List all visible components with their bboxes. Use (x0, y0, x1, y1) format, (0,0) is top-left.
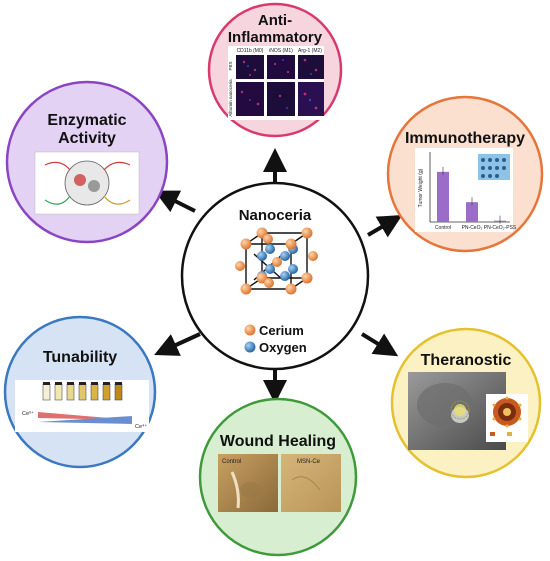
arrow-to-tunability (154, 332, 201, 356)
center-title: Nanoceria (239, 207, 312, 224)
wound-panel-msn-ce: MSN-Ce (281, 454, 341, 512)
chart-x-tick: PN-CeO₂ (462, 225, 483, 231)
center-legend: Cerium Oxygen (244, 323, 307, 355)
chart-bar (466, 202, 478, 222)
chart-inset-image (478, 154, 510, 180)
microscopy-panel: CD11b (M0) iNOS (M1) Arg-1 (M2) PBS Albu… (228, 46, 324, 120)
cerium-legend-dot (244, 324, 256, 336)
ce4-wedge (38, 416, 132, 424)
microscopy-tiles (236, 55, 324, 116)
cerium-legend-label: Cerium (259, 323, 304, 338)
microscopy-col-label: Arg-1 (M2) (298, 48, 322, 54)
microscopy-col-label: CD11b (M0) (237, 48, 264, 54)
arrow-to-enzymatic (154, 190, 196, 213)
wound-label-msn-ce: MSN-Ce (297, 459, 321, 465)
enzymatic-title-line1: Enzymatic (47, 112, 126, 129)
tunability-title: Tunability (43, 349, 117, 366)
node-immunotherapy: Immunotherapy Tumor Weight (g) Control P… (386, 95, 544, 253)
node-anti-inflammatory: Anti- Inflammatory CD11b (M0) iNOS (M1) … (207, 2, 343, 138)
ce3-label: Ce³⁺ (22, 410, 34, 417)
chart-bars (437, 166, 506, 224)
chart-x-tick: PN-CeO₂-PSS (484, 225, 517, 231)
tunability-panel: Ce³⁺ Ce⁴⁺ (15, 380, 149, 432)
node-wound-healing: Wound Healing Control MSN-Ce (198, 397, 358, 557)
wound-panel-control: Control (218, 454, 278, 512)
anti-inflammatory-title-line2: Inflammatory (228, 29, 323, 46)
node-tunability: Tunability Ce³⁺ Ce⁴⁺ (3, 315, 157, 469)
immunotherapy-title: Immunotherapy (405, 130, 525, 147)
microscopy-col-label: iNOS (M1) (269, 48, 293, 54)
immunotherapy-chart: Tumor Weight (g) Control PN-CeO₂ PN-CeO₂… (415, 148, 517, 232)
node-theranostic: Theranostic (390, 327, 542, 479)
enzymatic-title-line2: Activity (58, 130, 116, 147)
theranostic-title: Theranostic (421, 352, 512, 369)
ce4-label: Ce⁴⁺ (135, 423, 147, 430)
vial-row (42, 382, 123, 401)
chart-x-tick: Control (435, 225, 451, 231)
microscopy-row-label: Albumin nanoceria (228, 79, 233, 117)
wound-label-control: Control (222, 459, 241, 465)
oxygen-legend-dot (244, 341, 256, 353)
microscopy-row-label: PBS (228, 61, 233, 70)
anti-inflammatory-title-line1: Anti- (258, 12, 292, 29)
chart-bar (437, 171, 449, 222)
node-enzymatic: Enzymatic Activity (5, 80, 169, 244)
oxygen-legend-label: Oxygen (259, 340, 307, 355)
arrow-to-immunotherapy (366, 214, 403, 238)
arrow-to-theranostic (360, 332, 399, 357)
center-node: Nanoceria (180, 181, 370, 371)
chart-y-label: Tumor Weight (g) (418, 168, 424, 207)
wound-healing-title: Wound Healing (220, 433, 336, 450)
arrows (154, 148, 403, 404)
nanoparticle-inset (486, 394, 528, 442)
crystal-lattice-icon (235, 227, 318, 295)
enzymatic-scheme-panel (34, 151, 140, 215)
